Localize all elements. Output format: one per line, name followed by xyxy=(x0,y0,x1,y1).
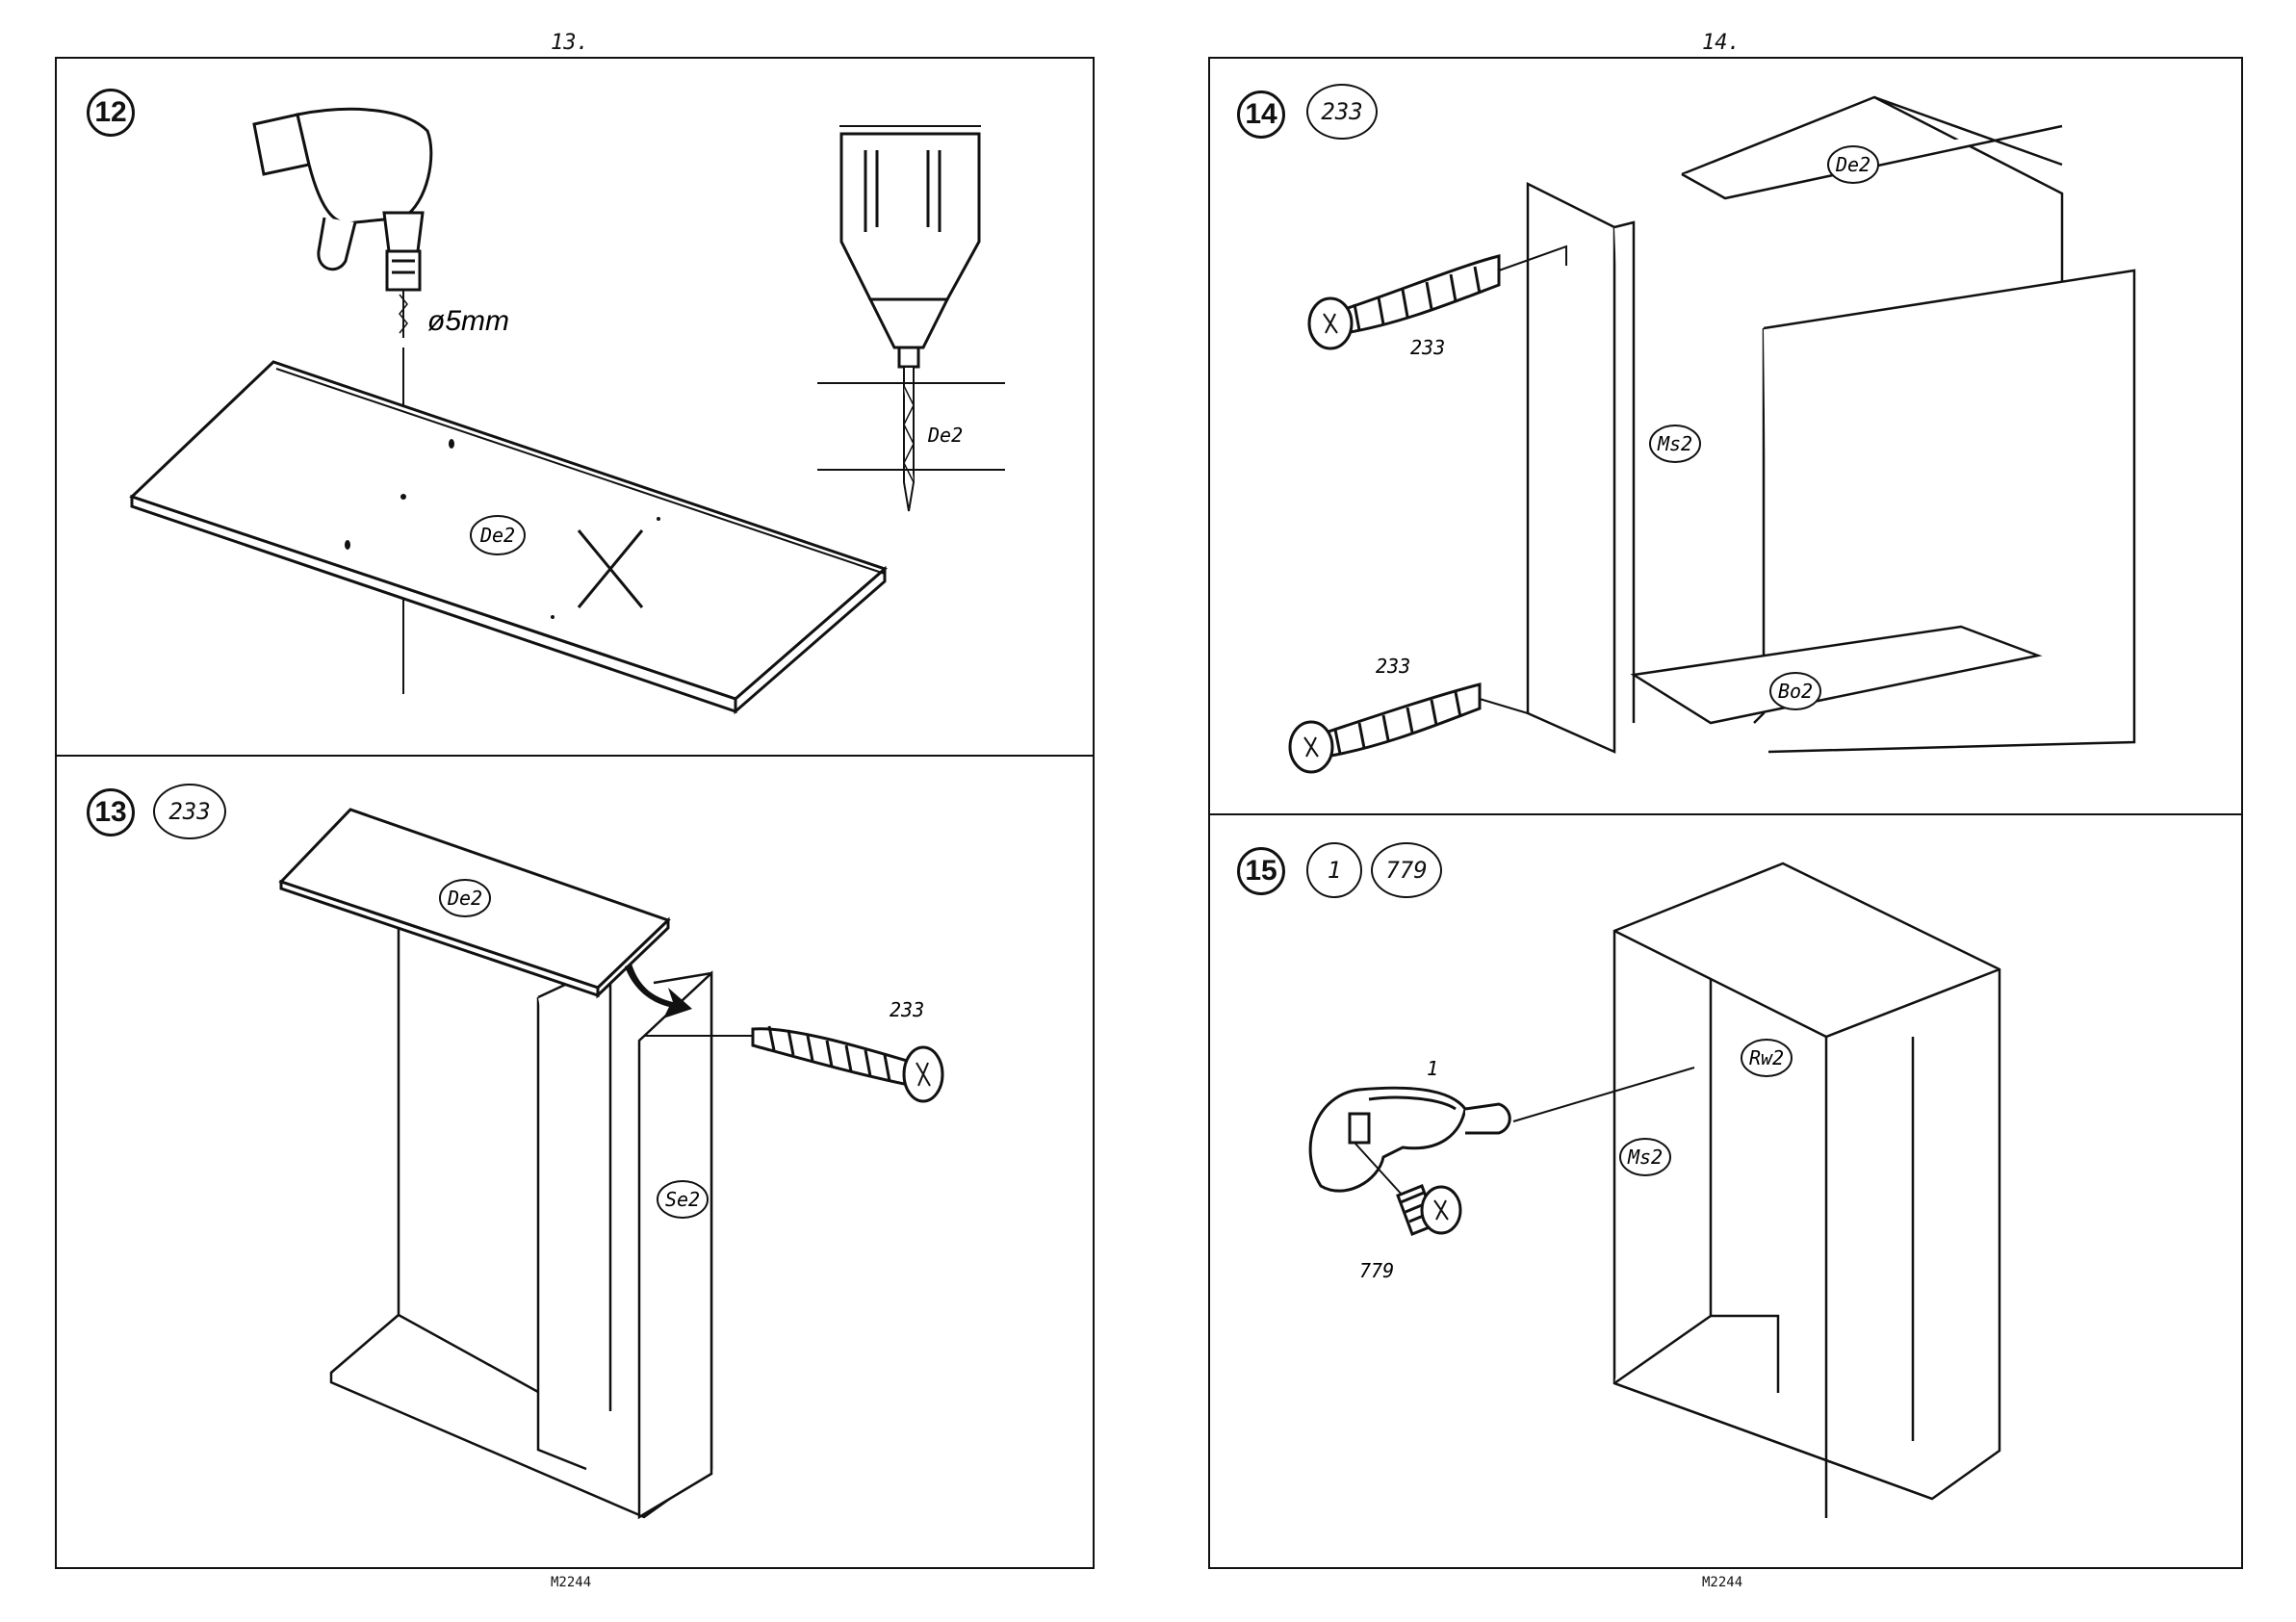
doc-code-right: M2244 xyxy=(1702,1575,1742,1590)
bottom-label: Bo2 xyxy=(1778,680,1813,703)
screw-label-bottom: 233 xyxy=(1376,655,1410,678)
wall-clip-icon xyxy=(1310,1088,1509,1191)
screw-label: 779 xyxy=(1359,1259,1394,1282)
step-14-illustration: De2 Ms2 Bo2 233 233 xyxy=(1210,59,2245,817)
board-label: De2 xyxy=(479,524,515,547)
step-15-illustration: Rw2 Ms2 1 779 xyxy=(1210,815,2245,1571)
step-12-panel: 12 ø5mm xyxy=(55,57,1095,757)
drill-icon xyxy=(254,109,431,338)
top-label: De2 xyxy=(1835,153,1870,176)
step-13-panel: 13 233 De2 Se2 233 xyxy=(55,755,1095,1569)
doc-code-left: M2244 xyxy=(551,1575,591,1590)
top-label: De2 xyxy=(447,887,482,910)
cabinet-side xyxy=(331,915,711,1517)
drill-detail-view xyxy=(817,126,1005,511)
drill-size-label: ø5mm xyxy=(427,305,509,337)
screw-label: 233 xyxy=(890,998,924,1021)
page-number-left: 13. xyxy=(551,31,589,55)
cabinet-frame xyxy=(1528,97,2134,752)
confirmat-screw-bottom-icon xyxy=(1290,684,1528,772)
cabinet-assembled xyxy=(1614,863,1999,1518)
page-number-right: 14. xyxy=(1702,31,1741,55)
side-label: Ms2 xyxy=(1627,1146,1663,1169)
back-label: Rw2 xyxy=(1749,1046,1784,1069)
detail-label: De2 xyxy=(927,424,963,447)
screw-label-top: 233 xyxy=(1410,336,1445,359)
step-12-illustration: ø5mm De2 xyxy=(57,59,1096,759)
clip-label: 1 xyxy=(1427,1057,1438,1080)
side-label: Ms2 xyxy=(1657,432,1692,455)
step-14-panel: 14 233 De2 Ms2 Bo2 233 xyxy=(1208,57,2243,815)
step-13-illustration: De2 Se2 233 xyxy=(57,757,1096,1571)
side-label: Se2 xyxy=(665,1188,700,1211)
step-15-panel: 15 1 779 Rw2 Ms2 1 7 xyxy=(1208,813,2243,1569)
